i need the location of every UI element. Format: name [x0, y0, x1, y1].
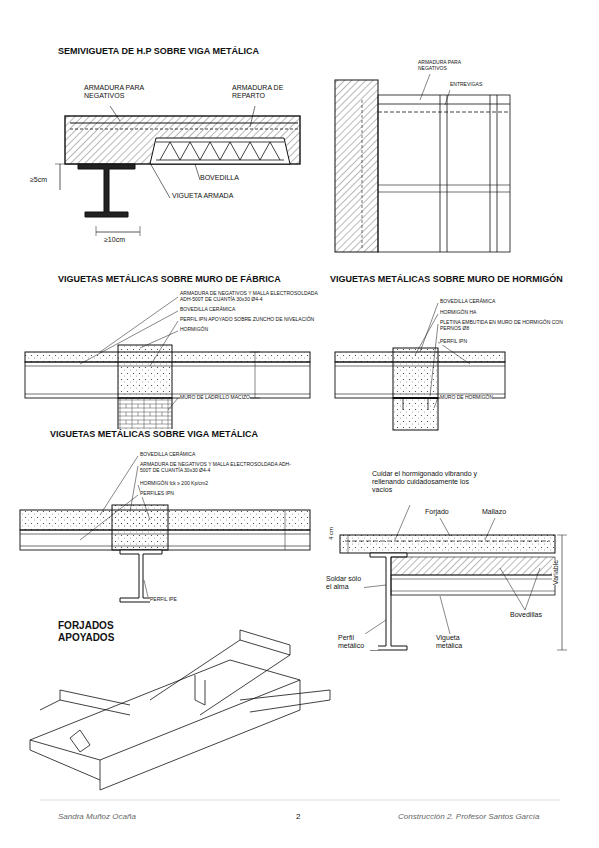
dimension: ≥5cm	[30, 176, 47, 184]
part-label: ARMADURA DE REPARTO	[232, 84, 302, 100]
wall-section	[335, 80, 378, 252]
part-label: ARMADURA PARA NEGATIVOS	[84, 84, 166, 100]
footer-author: Sandra Muñoz Ocaña	[58, 812, 136, 821]
distribution-rebar	[70, 129, 298, 130]
part-label: Vigueta metálica	[436, 634, 478, 650]
part-label: PERFIL IPE	[150, 597, 177, 603]
note: Soldar sólo el alma	[326, 575, 364, 591]
part-label: PERFIL IPN APOYADO SOBRE ZUNCHO DE NIVEL…	[180, 317, 340, 323]
truss-joist	[160, 142, 280, 160]
section-heading: FORJADOS APOYADOS	[58, 620, 138, 643]
part-label: PERFILES IPN	[140, 491, 174, 497]
support-concrete	[118, 345, 172, 398]
section-heading: SEMIVIGUETA DE H.P SOBRE VIGA METÁLICA	[58, 46, 259, 56]
part-label: ENTREVIGAS	[450, 82, 482, 88]
dimension: 4 cm	[328, 527, 335, 540]
page-number: 2	[296, 812, 300, 821]
part-label: VIGUETA ARMADA	[172, 192, 233, 200]
part-label: HORMIGÓN fck ≥ 200 Kp/cm2	[140, 481, 208, 487]
part-label: PERFIL IPN	[440, 339, 467, 345]
part-label: ARMADURA DE NEGATIVOS Y MALLA ELECTROSOL…	[140, 462, 300, 474]
part-label: BOVEDILLA	[200, 174, 239, 182]
brick-wall	[118, 398, 172, 430]
part-label: Forjado	[425, 508, 449, 516]
dimension: ≥10cm	[104, 236, 125, 244]
slab-section	[65, 116, 300, 164]
part-label: Perfil metálico	[338, 634, 378, 650]
bovedillas	[391, 557, 555, 575]
part-label: BOVEDILLA CERÁMICA	[440, 299, 495, 305]
part-label: Mallazo	[482, 508, 506, 516]
section-heading: VIGUETAS METÁLICAS SOBRE VIGA METÁLICA	[50, 429, 258, 439]
isometric-beams	[30, 630, 330, 790]
part-label: ARMADURA PARA NEGATIVOS	[418, 60, 480, 72]
part-label: Bovedillas	[510, 611, 542, 619]
steel-joist	[391, 575, 555, 595]
footer-course: Construcción 2. Profesor Santos García	[398, 812, 539, 821]
concrete-wall	[393, 398, 438, 430]
part-label: BOVEDILLA CERÁMICA	[140, 452, 195, 458]
dimension: Variable	[552, 560, 560, 585]
part-label: HORMIGÓN	[180, 327, 208, 333]
part-label: BOVEDILLA CERÁMICA	[180, 307, 235, 313]
part-label: PLETINA EMBUTIDA EN MURO DE HORMIGÓN CON…	[440, 320, 565, 332]
bovedilla	[150, 138, 290, 164]
section-heading: VIGUETAS METÁLICAS SOBRE MURO DE FÁBRICA	[58, 274, 281, 284]
part-label: HORMIGÓN HA	[440, 310, 476, 316]
note: Cuidar el hormigonado vibrando y rellena…	[372, 470, 487, 494]
section-heading: VIGUETAS METÁLICAS SOBRE MURO DE HORMIGÓ…	[330, 274, 563, 284]
part-label: MURO DE LADRILLO MACIZO	[180, 395, 250, 401]
negative-rebar	[70, 122, 298, 123]
ipe-beam	[120, 550, 162, 602]
part-label: ARMADURA DE NEGATIVOS Y MALLA ELECTROSOL…	[180, 291, 330, 303]
steel-beam	[78, 164, 135, 217]
part-label: MURO DE HORMIGÓN	[440, 395, 493, 401]
